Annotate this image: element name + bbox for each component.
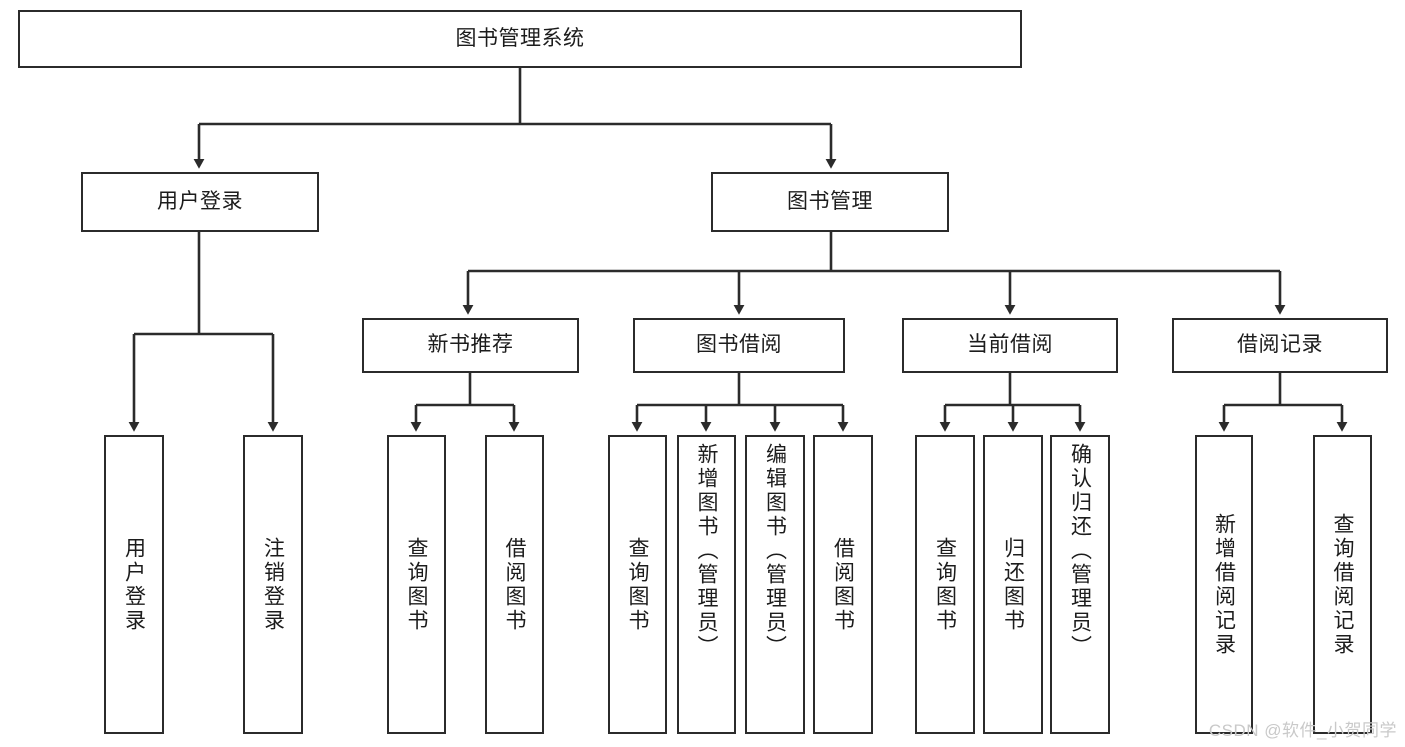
node-label: 用户登录: [157, 189, 243, 213]
node-label: 查询图书: [405, 536, 428, 633]
node-label: 查询借阅记录: [1331, 512, 1354, 657]
leaf-borrow-book-newbook[interactable]: 借阅图书: [485, 435, 544, 734]
leaf-return-book[interactable]: 归还图书: [983, 435, 1043, 734]
node-new-book-recommendation[interactable]: 新书推荐: [362, 318, 579, 373]
leaf-query-book-newbook[interactable]: 查询图书: [387, 435, 446, 734]
node-label: 新书推荐: [427, 333, 514, 357]
node-label: 当前借阅: [967, 333, 1053, 357]
leaf-add-borrow-record[interactable]: 新增借阅记录: [1195, 435, 1253, 734]
leaf-user-login[interactable]: 用户登录: [104, 435, 164, 734]
node-label: 归还图书: [1001, 536, 1025, 633]
node-label: 图书管理系统: [455, 26, 585, 50]
node-label: 查询图书: [933, 536, 957, 633]
leaf-lend-book[interactable]: 借阅图书: [813, 435, 873, 734]
node-current-borrowing[interactable]: 当前借阅: [902, 318, 1118, 373]
node-book-management[interactable]: 图书管理: [711, 172, 949, 232]
node-root-book-management-system[interactable]: 图书管理系统: [18, 10, 1022, 68]
node-label: 查询图书: [626, 536, 649, 633]
node-label: 借阅图书: [503, 536, 526, 633]
node-label: 借阅图书: [831, 536, 855, 633]
node-label: 新增借阅记录: [1212, 512, 1236, 657]
node-book-borrowing[interactable]: 图书借阅: [633, 318, 845, 373]
leaf-confirm-return-admin[interactable]: 确认归还（管理员）: [1050, 435, 1110, 734]
node-label: 编辑图书（管理员）: [763, 443, 787, 659]
leaf-query-book-current[interactable]: 查询图书: [915, 435, 975, 734]
leaf-query-book-borrow[interactable]: 查询图书: [608, 435, 667, 734]
node-label: 图书管理: [787, 189, 873, 213]
node-label: 注销登录: [261, 536, 285, 633]
leaf-logout[interactable]: 注销登录: [243, 435, 303, 734]
node-label: 借阅记录: [1237, 333, 1323, 357]
node-label: 确认归还（管理员）: [1068, 443, 1092, 659]
node-label: 新增图书（管理员）: [695, 443, 718, 659]
node-label: 图书借阅: [696, 333, 782, 357]
node-borrowing-record[interactable]: 借阅记录: [1172, 318, 1388, 373]
leaf-edit-book-admin[interactable]: 编辑图书（管理员）: [745, 435, 805, 734]
node-label: 用户登录: [122, 536, 146, 633]
node-user-login[interactable]: 用户登录: [81, 172, 319, 232]
csdn-watermark: CSDN @软件_小贺同学: [1208, 721, 1397, 740]
leaf-query-borrow-record[interactable]: 查询借阅记录: [1313, 435, 1372, 734]
leaf-add-book-admin[interactable]: 新增图书（管理员）: [677, 435, 736, 734]
